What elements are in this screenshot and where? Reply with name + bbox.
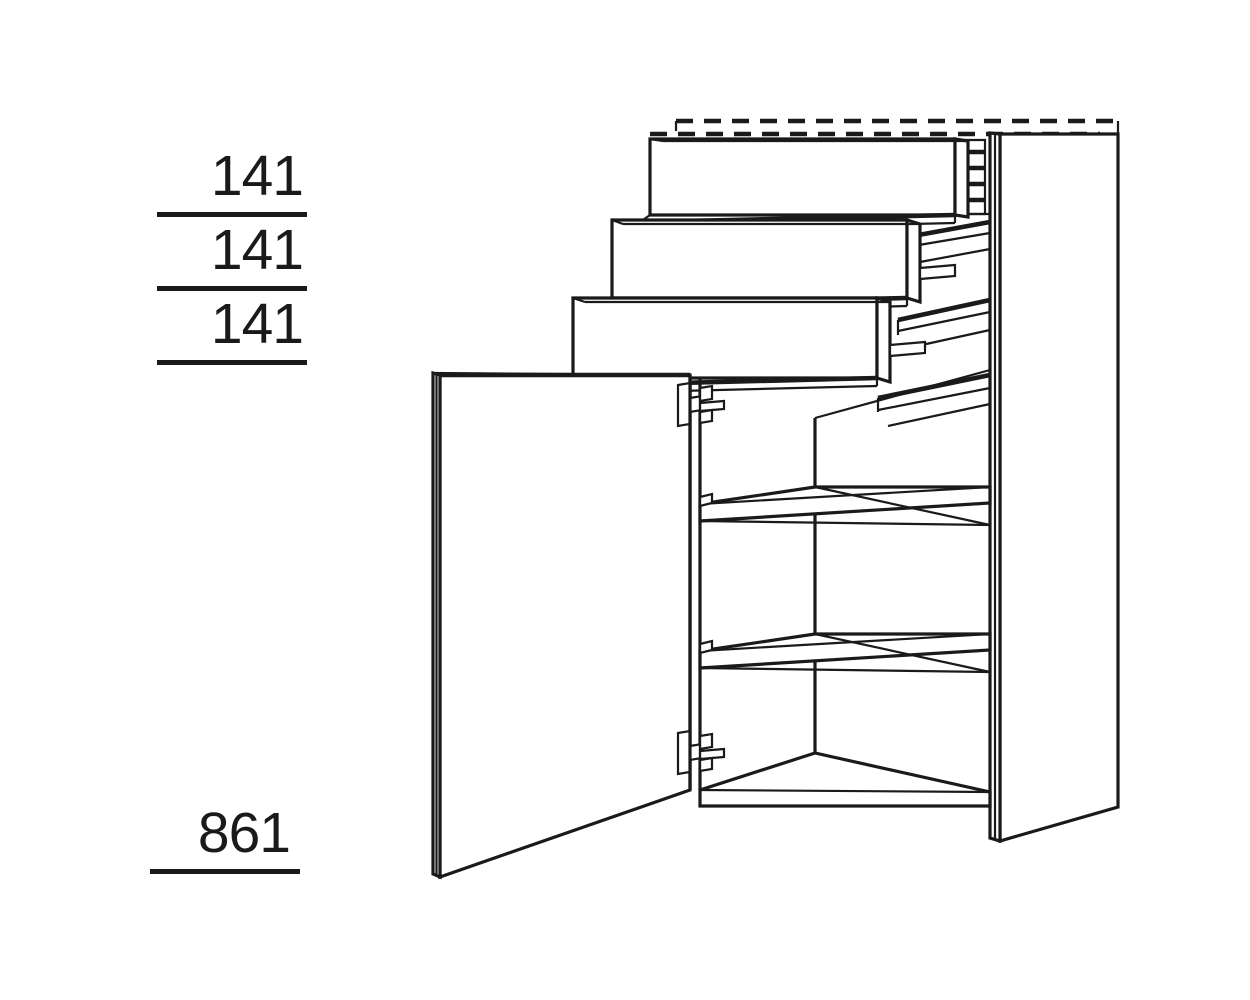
top-panel-hidden-outline: [650, 118, 1120, 137]
upper-shelf: [698, 485, 992, 527]
dimension-rule-drawer-2: [157, 286, 307, 291]
dimension-rule-drawer-1: [157, 212, 307, 217]
cabinet-bottom-panel: [698, 751, 992, 808]
open-door-panel[interactable]: [431, 370, 692, 880]
dimension-rule-door: [150, 869, 300, 874]
dimension-label-drawer-2: 141: [210, 218, 304, 282]
cabinet-carcass-right-side: [988, 131, 1120, 844]
lower-shelf: [698, 632, 992, 674]
lower-hinge: [676, 729, 726, 776]
cabinet-interior: [688, 368, 991, 790]
dimension-rule-drawer-3: [157, 360, 307, 365]
carcass-front-stile: [688, 375, 702, 790]
drawer-bottom[interactable]: [558, 295, 927, 396]
dimension-label-door: 861: [197, 801, 291, 865]
dimension-label-drawer-3: 141: [210, 292, 304, 356]
drawer-top[interactable]: [638, 137, 970, 232]
dimension-label-drawer-1: 141: [210, 144, 304, 208]
